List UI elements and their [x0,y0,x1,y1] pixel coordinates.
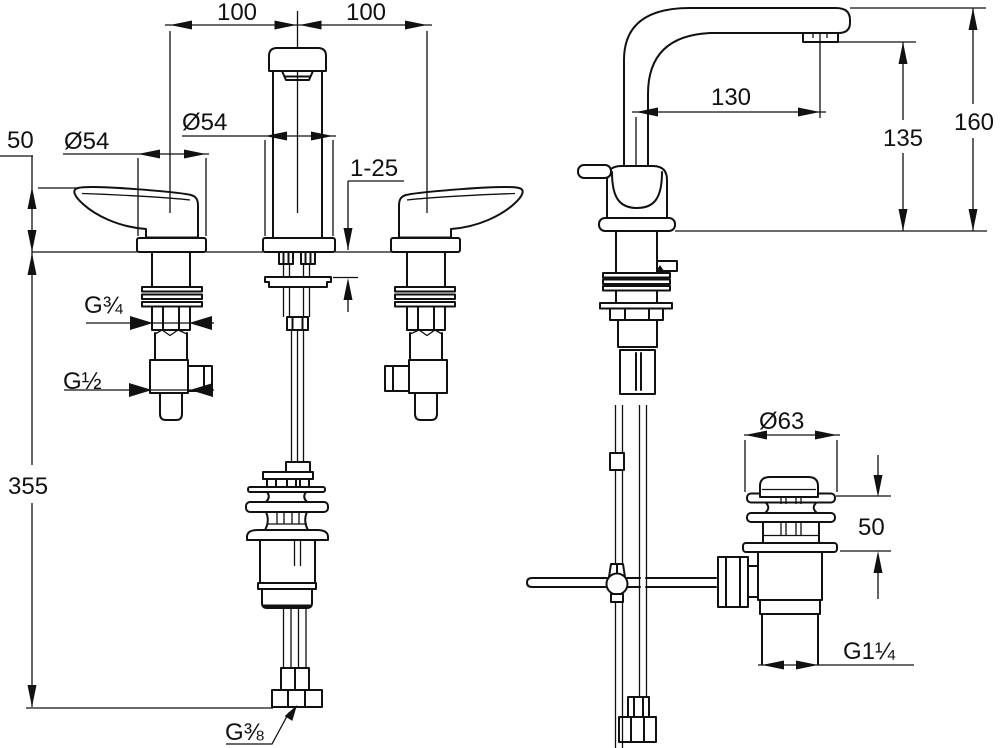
dim-handle-height-label: 50 [7,127,34,154]
handle-front-left [73,186,213,421]
dim-hose-thread: G⅜ [225,705,297,746]
dim-spacing-right-label: 100 [346,0,386,26]
spout-head [268,47,327,72]
dim-inlet-thread: G½ [63,368,214,397]
waste-side [717,476,838,665]
hose-nuts [271,689,323,708]
side-view: 130 135 160 Ø63 50 [526,7,994,748]
mounting-plate [264,276,332,288]
aerator [281,70,314,81]
dim-overall-height-label: 160 [954,109,994,136]
waste-thread-label: G1¼ [843,638,896,665]
waste-plug-cap [759,476,819,498]
dim-deck-thickness: 1-25 [333,155,404,312]
dim-overall-height: 160 [850,7,994,231]
dim-reach-label: 130 [711,84,751,111]
handle-lever [73,186,199,239]
pop-up-linkage [526,563,717,603]
rosette-side [598,217,676,232]
stud-right [300,251,316,265]
dim-outlet-height-label: 135 [883,125,923,152]
inlet-thread-label: G½ [63,368,102,395]
waste-tailpipe [761,613,819,665]
waste-clamp-height-label: 50 [858,514,885,541]
waste-clamp-flange [742,542,838,553]
dim-waste-flange-diameter: Ø63 [744,408,840,492]
stud-left [278,251,294,265]
dim-spout-rosette-diameter: Ø54 [182,109,336,236]
handle-side [577,164,612,179]
spout-arm [623,7,851,167]
pop-up-rod [290,330,305,462]
shank-thread-label: G¾ [84,292,124,319]
dim-waste-thread: G1¼ [758,638,914,670]
handle-front-right [384,186,524,421]
dim-below-deck-height: 355 [8,252,273,709]
inlet-stub [159,392,183,421]
rod-coupling [285,461,311,473]
dim-deck-thickness-label: 1-25 [350,155,398,182]
dim-handle-height: 50 [0,127,77,252]
hose-clip [609,452,625,471]
spout-rosette [262,237,336,253]
dim-handle-rosette-label: Ø54 [64,128,109,155]
spout-front [262,11,336,473]
waste-body-side [757,551,823,615]
dim-spout-reach: 130 [632,33,826,118]
dim-waste-clamp-height: 50 [836,455,891,599]
dim-spout-rosette-label: Ø54 [182,109,227,136]
front-view: 100 100 Ø54 Ø54 50 355 [0,0,524,746]
hose-nuts-side [618,716,657,743]
spout-column [272,70,323,239]
shank-side [615,230,658,274]
mixer-body [606,165,668,219]
rod-guide-tab [656,260,678,272]
supply-hoses [282,608,307,668]
lever-boss [717,556,749,608]
waste-flange-upper [245,501,329,513]
dim-handle-rosette-diameter: Ø54 [63,128,209,236]
rod-nut [286,316,309,331]
dim-spacing-left-label: 100 [217,0,257,26]
waste-flange-diameter-label: Ø63 [759,408,804,435]
shank-nut [151,305,191,331]
valve-body [149,359,189,394]
waste-flange-lower [246,529,329,541]
dim-shank-thread: G¾ [84,292,214,330]
handle-rosette [136,237,207,253]
waste-body [259,539,316,584]
hose-thread-label: G⅜ [225,719,265,746]
dim-below-deck-label: 355 [8,473,48,500]
linkage-ball-joint [605,572,629,596]
dim-hole-spacing: 100 100 [165,0,432,213]
shank-nut-side [609,307,664,321]
plug-plate [262,471,314,480]
waste-front [245,471,329,708]
dim-outlet-height: 135 [812,41,923,231]
handle-shank [151,251,191,288]
